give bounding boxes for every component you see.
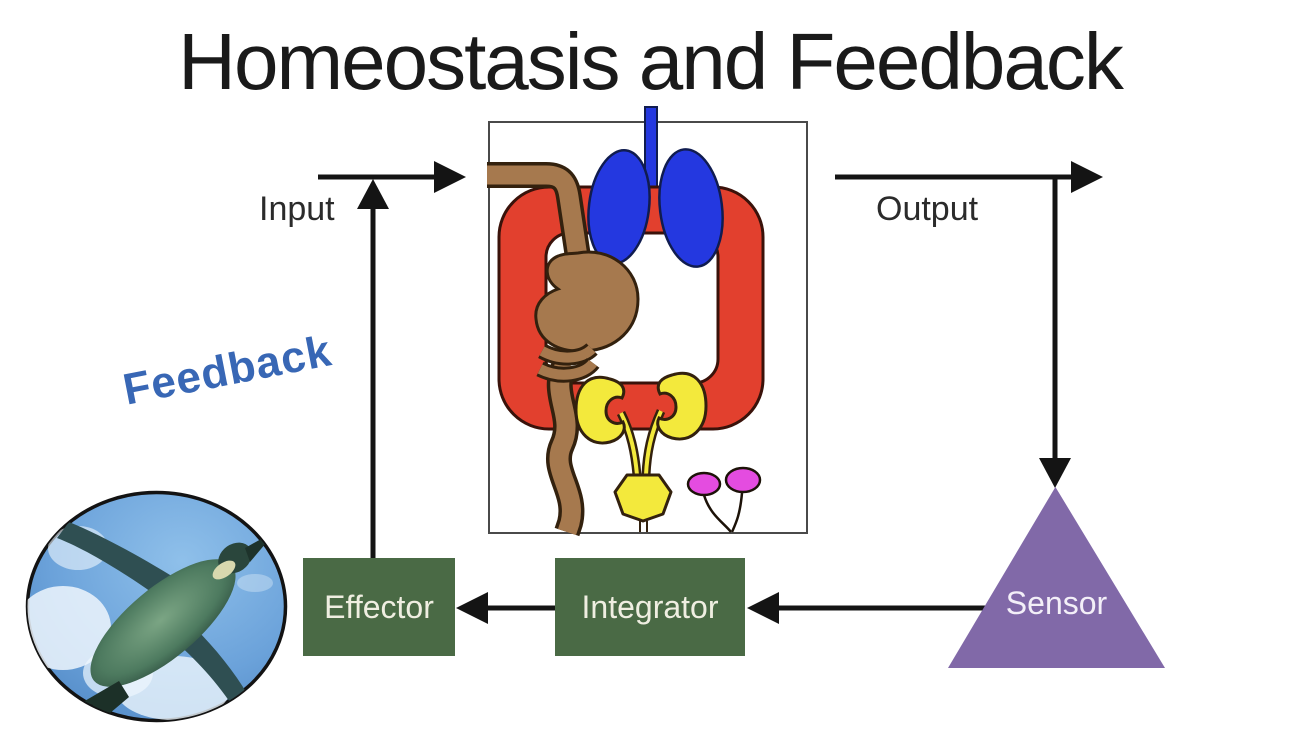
penguin-swimming-photo [25, 490, 288, 723]
sensor-node: Sensor [948, 487, 1165, 668]
ovaries-icon [686, 466, 762, 533]
page-title: Homeostasis and Feedback [178, 17, 1124, 106]
penguin-photo [23, 488, 290, 725]
output-label: Output [876, 190, 979, 228]
effector-node-label: Effector [324, 588, 434, 625]
integrator-node-label: Integrator [581, 588, 719, 625]
integrator-node: Integrator [555, 558, 745, 656]
sensor-triangle [948, 487, 1165, 668]
sensor-node-label: Sensor [1005, 585, 1108, 621]
input-label: Input [259, 190, 335, 228]
integrator-to-effector-arrow [456, 592, 556, 624]
bladder-icon [613, 473, 673, 532]
lungs-icon [587, 148, 724, 268]
kidneys-icon [574, 371, 708, 476]
feedback-arrow [357, 179, 389, 560]
input-arrow [318, 161, 466, 193]
digestive-tract-icon [487, 162, 640, 537]
effector-node: Effector [303, 558, 455, 656]
sensor-to-integrator-arrow [747, 592, 1000, 624]
organism-box [487, 106, 808, 537]
output-arrow [835, 161, 1103, 193]
penguin-body [57, 522, 277, 721]
output-to-sensor-arrow [1039, 177, 1071, 488]
organs-illustration [487, 106, 765, 537]
